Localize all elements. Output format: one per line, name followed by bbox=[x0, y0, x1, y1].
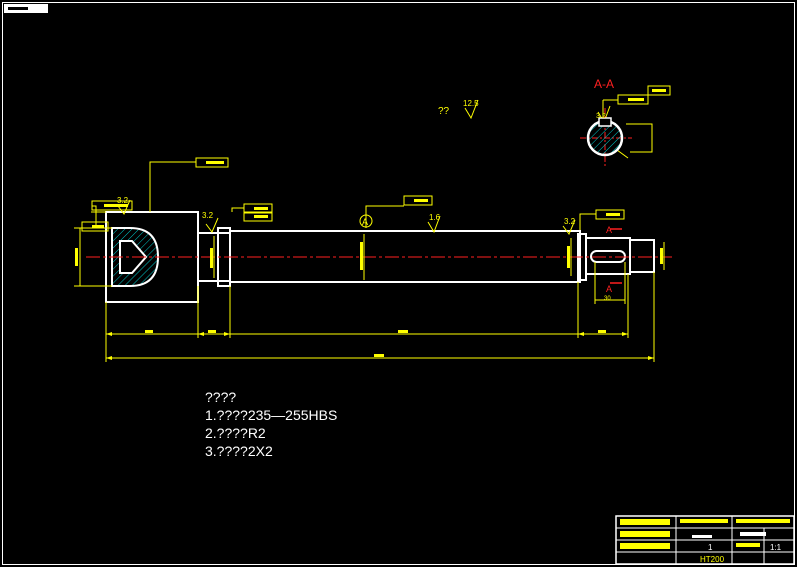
roughness-global: 12.5 bbox=[463, 99, 479, 108]
title-block-name-fill bbox=[692, 535, 712, 538]
title-block-scale: 1:1 bbox=[770, 543, 782, 552]
datum-label: A bbox=[362, 217, 368, 227]
dimension-lines bbox=[74, 99, 665, 362]
tolerance-frames bbox=[81, 85, 671, 232]
section-view bbox=[580, 108, 632, 166]
roughness-symbols bbox=[117, 99, 611, 235]
roughness-right: 3.2 bbox=[564, 217, 576, 226]
roughness-label: ?? bbox=[438, 106, 450, 117]
roughness-mid: 1.6 bbox=[429, 213, 441, 222]
dimension-30: 30 bbox=[604, 296, 611, 302]
roughness-left: 3.2 bbox=[202, 211, 214, 220]
technical-notes: ???? 1.????235—255HBS 2.????R2 3.????2X2 bbox=[205, 388, 337, 460]
section-keyway bbox=[598, 117, 612, 127]
title-block-name-bar bbox=[740, 532, 766, 536]
datum-circle bbox=[359, 214, 373, 228]
notes-line-1: 1.????235—255HBS bbox=[205, 407, 338, 423]
shaft-end bbox=[629, 239, 655, 273]
cut-label-bottom: A bbox=[606, 284, 612, 294]
notes-line-2: 2.????R2 bbox=[205, 425, 266, 441]
top-left-tag-inner bbox=[8, 7, 28, 10]
notes-line-3: 3.????2X2 bbox=[205, 443, 273, 459]
cut-marks bbox=[610, 228, 622, 284]
shaft-keyway-section bbox=[585, 237, 631, 275]
roughness-left2: 3.2 bbox=[117, 196, 129, 205]
notes-title: ???? bbox=[205, 389, 237, 405]
cut-label-top: A bbox=[606, 225, 612, 235]
title-block-fills bbox=[620, 519, 790, 549]
title-block bbox=[615, 515, 795, 565]
dimension-value-marks bbox=[75, 242, 663, 357]
title-block-material: HT200 bbox=[700, 555, 725, 564]
title-block-qty: 1 bbox=[708, 543, 713, 552]
tolerance-frame-fills bbox=[92, 89, 666, 228]
roughness-section: 3.2 bbox=[596, 113, 606, 120]
section-label: A-A bbox=[594, 77, 614, 91]
dimension-ticks bbox=[106, 332, 654, 360]
